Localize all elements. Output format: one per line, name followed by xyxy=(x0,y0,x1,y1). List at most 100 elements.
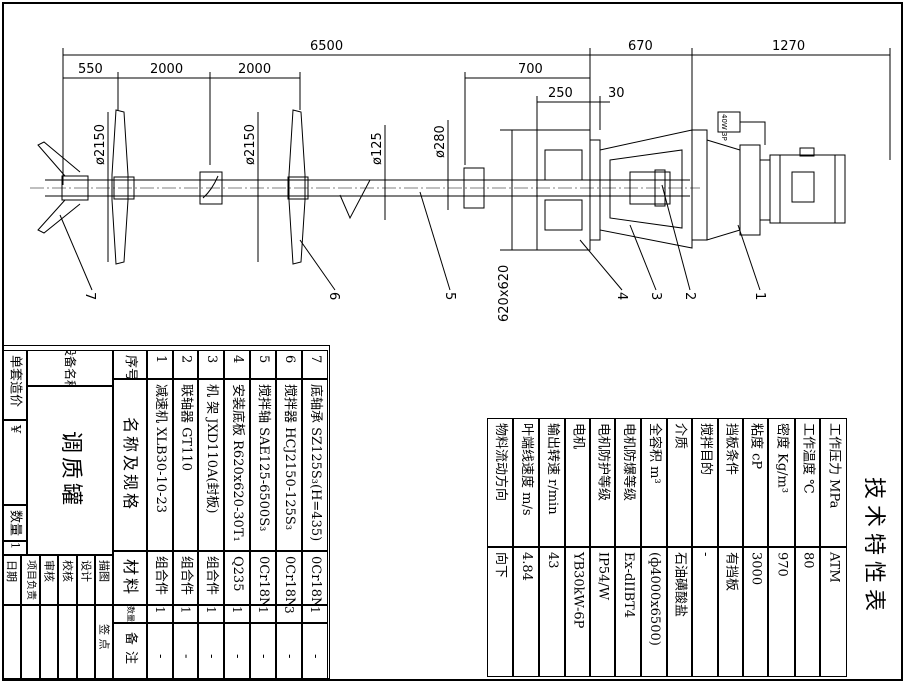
spec-row-value: ATM xyxy=(826,552,842,583)
header-qty: 数量 xyxy=(126,606,135,622)
gear-reducer xyxy=(691,111,771,241)
parts-row-no: 5 xyxy=(256,355,271,364)
parts-row-material: 0Cr18Ni9 xyxy=(256,556,271,605)
parts-row-5-no-cell: 5 xyxy=(250,350,276,379)
spec-row-label: 搅拌目的 xyxy=(698,423,713,476)
dim-drive-length: 1270 xyxy=(772,39,805,54)
parts-row-5-material-cell: 0Cr18Ni9 xyxy=(250,551,276,605)
header-name-spec: 名称及规格 xyxy=(121,417,140,513)
spec-row-label-cell: 工作温度 ℃ xyxy=(795,418,820,547)
parts-row-name: 安装底板 R620x620-30T₁ xyxy=(230,384,245,542)
parts-row-5-name-cell: 搅拌轴 SAE125-6500S₃ xyxy=(250,379,276,551)
dim-bearing-offset: 700 xyxy=(518,62,543,77)
parts-row-material: 组合件 xyxy=(153,556,168,596)
parts-row-3-name-cell: 机 架 JXD110A(封板) xyxy=(198,379,224,551)
spec-row-label: 介质 xyxy=(672,423,688,450)
parts-row-qty: 1 xyxy=(308,606,322,614)
dim-bottom-offset: 550 xyxy=(78,62,103,77)
spec-row-label-cell: 电机 xyxy=(565,418,590,547)
sign-project-lead-field xyxy=(21,605,40,679)
parts-row-2-note-cell: - xyxy=(173,623,198,679)
parts-row-1-material-cell: 组合件 xyxy=(147,551,173,605)
parts-row-no: 2 xyxy=(178,355,194,364)
callout-7: 7 xyxy=(82,292,97,300)
spec-row-label: 密度 Kg/m³ xyxy=(774,423,790,494)
spec-row-value: 43 xyxy=(545,552,560,569)
frame-lantern xyxy=(589,129,693,249)
callout-2: 2 xyxy=(682,292,697,300)
dim-shaft-dia: ø125 xyxy=(370,132,385,165)
spec-row-label-cell: 介质 xyxy=(667,418,692,547)
spec-row-label-cell: 粘度 cP xyxy=(743,418,768,547)
parts-row-7-qty-cell: 1 xyxy=(302,605,328,623)
spec-row-value: (ф4000x6500) xyxy=(647,552,662,646)
parts-row-material: 0Cr18Ni9 xyxy=(282,556,297,605)
parts-row-1-note-cell: - xyxy=(147,623,173,679)
spec-row-value: 有挡板 xyxy=(723,552,739,592)
parts-row-note: - xyxy=(204,654,219,659)
callout-4: 4 xyxy=(614,292,629,300)
parts-row-2-no-cell: 2 xyxy=(173,350,198,379)
spec-row-label: 物料流动方向 xyxy=(493,423,508,502)
spec-table-title: 技术特性表 xyxy=(861,477,886,618)
spec-row-label-cell: 挡板条件 xyxy=(718,418,743,547)
parts-row-6-material-cell: 0Cr18Ni9 xyxy=(276,551,302,605)
spec-row-label-cell: 叶端线速度 m/s xyxy=(513,418,539,547)
parts-row-name: 底轴承 SZ125S₃(H=435) xyxy=(308,384,323,542)
parts-row-2-material-cell: 组合件 xyxy=(173,551,198,605)
leader-lines xyxy=(59,184,761,291)
header-material: 材料 xyxy=(121,558,140,597)
parts-row-material: 组合件 xyxy=(178,556,194,596)
parts-row-1-name-cell: 减速机 XLB30-10-23 xyxy=(147,379,173,551)
parts-row-6-no-cell: 6 xyxy=(276,350,302,379)
spec-row-label: 全容积 m³ xyxy=(647,423,662,484)
spec-row-label-cell: 工作压力 MPa xyxy=(820,418,847,547)
callout-6: 6 xyxy=(326,292,341,300)
sign-note: 签 点 xyxy=(97,624,111,650)
parts-row-6-name-cell: 搅拌器 HCJ2150-125S₃ xyxy=(276,379,302,551)
spec-row-label: 电机 xyxy=(570,423,586,450)
parts-row-3-material-cell: 组合件 xyxy=(198,551,224,605)
parts-row-no: 6 xyxy=(282,355,297,364)
spec-row-value-cell: 有挡板 xyxy=(718,547,743,677)
parts-row-name: 减速机 XLB30-10-23 xyxy=(153,384,168,513)
sign-drafting: 描图 xyxy=(97,560,111,582)
dim-impeller-spacing-2: 2000 xyxy=(238,62,271,77)
parts-row-qty: 1 xyxy=(256,606,270,614)
sign-design: 设计 xyxy=(79,560,93,582)
spec-row-value: 3000 xyxy=(748,552,764,586)
parts-row-4-note-cell: - xyxy=(224,623,250,679)
dimension-lines xyxy=(62,48,891,262)
parts-row-4-qty-cell: 1 xyxy=(224,605,250,623)
spec-row-label-cell: 输出转速 r/min xyxy=(539,418,565,547)
dim-base-width: 250 xyxy=(548,86,573,101)
spec-row-value-cell: 970 xyxy=(768,547,795,677)
spec-row-value: 970 xyxy=(774,552,790,577)
sign-design-field xyxy=(77,605,95,679)
spec-row-value: 80 xyxy=(800,552,816,569)
impeller-2 xyxy=(287,109,309,265)
parts-row-4-name-cell: 安装底板 R620x620-30T₁ xyxy=(224,379,250,551)
parts-row-material: 0Cr18Ni9 xyxy=(308,556,323,605)
parts-row-7-no-cell: 7 xyxy=(302,350,328,379)
parts-row-no: 7 xyxy=(308,355,323,364)
parts-row-name: 搅拌器 HCJ2150-125S₃ xyxy=(282,384,297,531)
header-note: 备注 xyxy=(123,631,138,670)
parts-row-note: - xyxy=(282,654,297,659)
parts-row-5-note-cell: - xyxy=(250,623,276,679)
dim-impeller-spacing-1: 2000 xyxy=(150,62,183,77)
spec-row-label: 工作温度 ℃ xyxy=(800,423,816,494)
dim-flange-gap: 30 xyxy=(608,86,625,101)
spec-row-value: 4.84 xyxy=(519,552,534,581)
parts-row-name: 联轴器 GT110 xyxy=(178,384,194,472)
parts-row-note: - xyxy=(230,654,245,659)
sign-review-field xyxy=(40,605,58,679)
spec-row-value-cell: YB30kW-6P xyxy=(565,547,590,677)
motor-plate: 40W 3P xyxy=(720,114,728,141)
header-no: 序号 xyxy=(123,355,138,379)
spec-row-value-cell: ATM xyxy=(820,547,847,677)
parts-row-3-qty-cell: 1 xyxy=(198,605,224,623)
impeller-1 xyxy=(111,109,135,265)
sign-check: 校核 xyxy=(61,560,74,582)
